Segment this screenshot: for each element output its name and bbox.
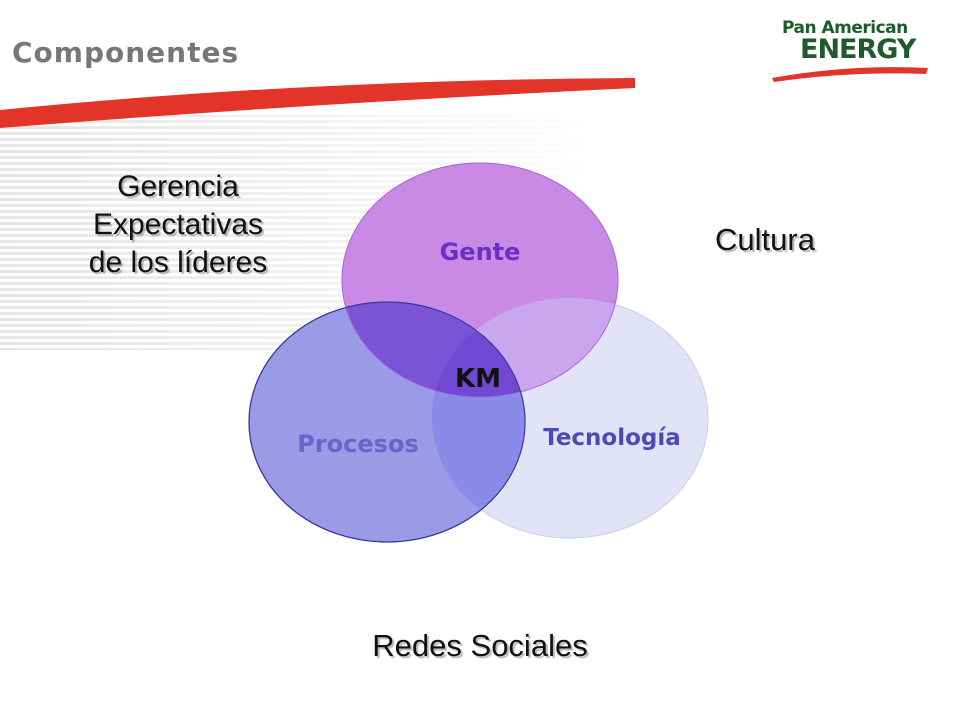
label-redes-sociales: Redes Sociales (372, 628, 588, 663)
label-cultura: Cultura (715, 222, 815, 257)
label-gerencia-line3: de los líderes (88, 246, 268, 279)
slide-title: Componentes (12, 36, 240, 69)
label-gerencia-expectativas: Gerencia Expectativas de los líderes (58, 168, 298, 282)
logo-text-line1: Pan American (782, 18, 908, 38)
label-km: KM (455, 364, 501, 394)
label-procesos: Procesos (297, 430, 418, 458)
label-gerencia-line1: Gerencia (117, 170, 239, 203)
title-swoosh (0, 78, 635, 128)
pan-american-energy-logo: Pan American ENERGY (770, 14, 935, 86)
label-gente: Gente (440, 238, 521, 266)
logo-swoosh (772, 67, 928, 82)
label-gerencia-line2: Expectativas (92, 208, 264, 241)
label-tecnologia: Tecnología (543, 425, 681, 451)
overlap-center (432, 302, 525, 397)
logo-text-line2: ENERGY (800, 34, 916, 65)
